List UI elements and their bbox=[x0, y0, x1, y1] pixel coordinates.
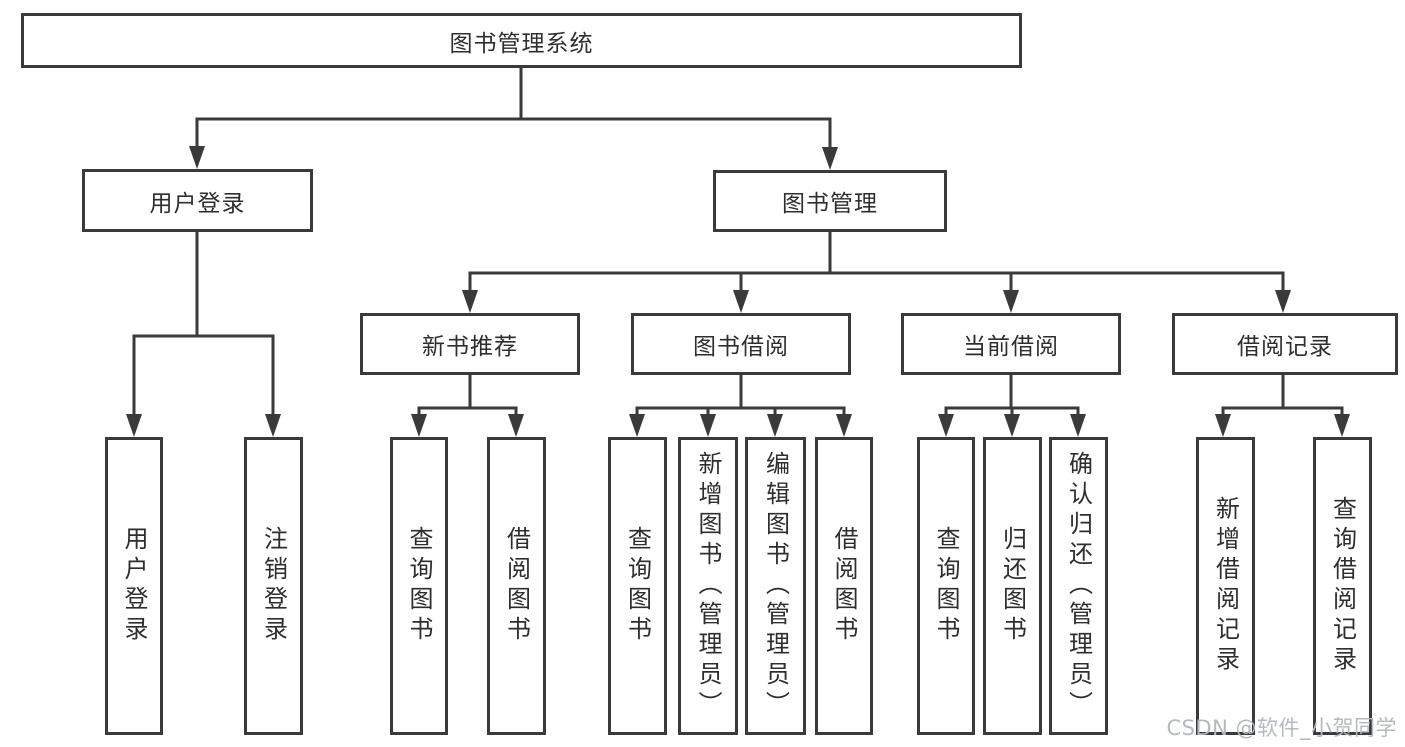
leaf-borrow-books-2-label: 借阅图书 bbox=[830, 526, 858, 646]
node-user-login-label: 用户登录 bbox=[149, 190, 246, 217]
leaf-add-books-admin-label: 新增图书（管理员） bbox=[694, 451, 722, 721]
leaf-add-borrow-record-label: 新增借阅记录 bbox=[1211, 496, 1240, 676]
node-current-borrow: 当前借阅 bbox=[901, 313, 1121, 375]
node-new-book-recommend: 新书推荐 bbox=[360, 313, 580, 375]
leaf-add-books-admin: 新增图书（管理员） bbox=[678, 437, 738, 735]
leaf-edit-books-admin: 编辑图书（管理员） bbox=[745, 437, 806, 735]
leaf-borrow-books-1: 借阅图书 bbox=[487, 437, 546, 735]
node-book-management-label: 图书管理 bbox=[782, 191, 878, 217]
node-book-borrow-label: 图书借阅 bbox=[693, 334, 789, 360]
node-book-borrow: 图书借阅 bbox=[631, 313, 851, 375]
leaf-user-login-label: 用户登录 bbox=[120, 526, 148, 646]
leaf-borrow-books-1-label: 借阅图书 bbox=[502, 526, 531, 646]
leaf-query-books-3: 查询图书 bbox=[917, 437, 975, 735]
leaf-confirm-return-admin-label: 确认归还（管理员） bbox=[1064, 451, 1093, 721]
leaf-logout: 注销登录 bbox=[244, 437, 303, 735]
leaf-edit-books-admin-label: 编辑图书（管理员） bbox=[761, 451, 790, 721]
node-borrow-records: 借阅记录 bbox=[1172, 313, 1398, 375]
leaf-query-books-2: 查询图书 bbox=[608, 437, 667, 735]
leaf-add-borrow-record: 新增借阅记录 bbox=[1196, 437, 1255, 735]
leaf-query-borrow-record-label: 查询借阅记录 bbox=[1328, 496, 1357, 676]
leaf-query-borrow-record: 查询借阅记录 bbox=[1313, 437, 1372, 735]
node-borrow-records-label: 借阅记录 bbox=[1237, 334, 1333, 360]
leaf-query-books-2-label: 查询图书 bbox=[623, 526, 652, 646]
csdn-watermark: CSDN @软件_小贺同学 bbox=[1166, 716, 1397, 740]
node-new-book-recommend-label: 新书推荐 bbox=[422, 334, 518, 360]
leaf-query-books-1: 查询图书 bbox=[390, 437, 448, 735]
node-book-management: 图书管理 bbox=[713, 170, 947, 232]
node-user-login: 用户登录 bbox=[82, 169, 313, 232]
leaf-logout-label: 注销登录 bbox=[259, 526, 288, 646]
leaf-query-books-1-label: 查询图书 bbox=[405, 526, 433, 646]
leaf-return-books-label: 归还图书 bbox=[998, 526, 1027, 646]
node-root: 图书管理系统 bbox=[21, 13, 1022, 68]
node-current-borrow-label: 当前借阅 bbox=[963, 334, 1059, 360]
leaf-borrow-books-2: 借阅图书 bbox=[815, 437, 873, 735]
leaf-confirm-return-admin: 确认归还（管理员） bbox=[1049, 437, 1108, 735]
leaf-user-login: 用户登录 bbox=[105, 437, 163, 735]
node-root-label: 图书管理系统 bbox=[449, 30, 594, 57]
leaf-query-books-3-label: 查询图书 bbox=[932, 526, 960, 646]
leaf-return-books: 归还图书 bbox=[983, 437, 1042, 735]
